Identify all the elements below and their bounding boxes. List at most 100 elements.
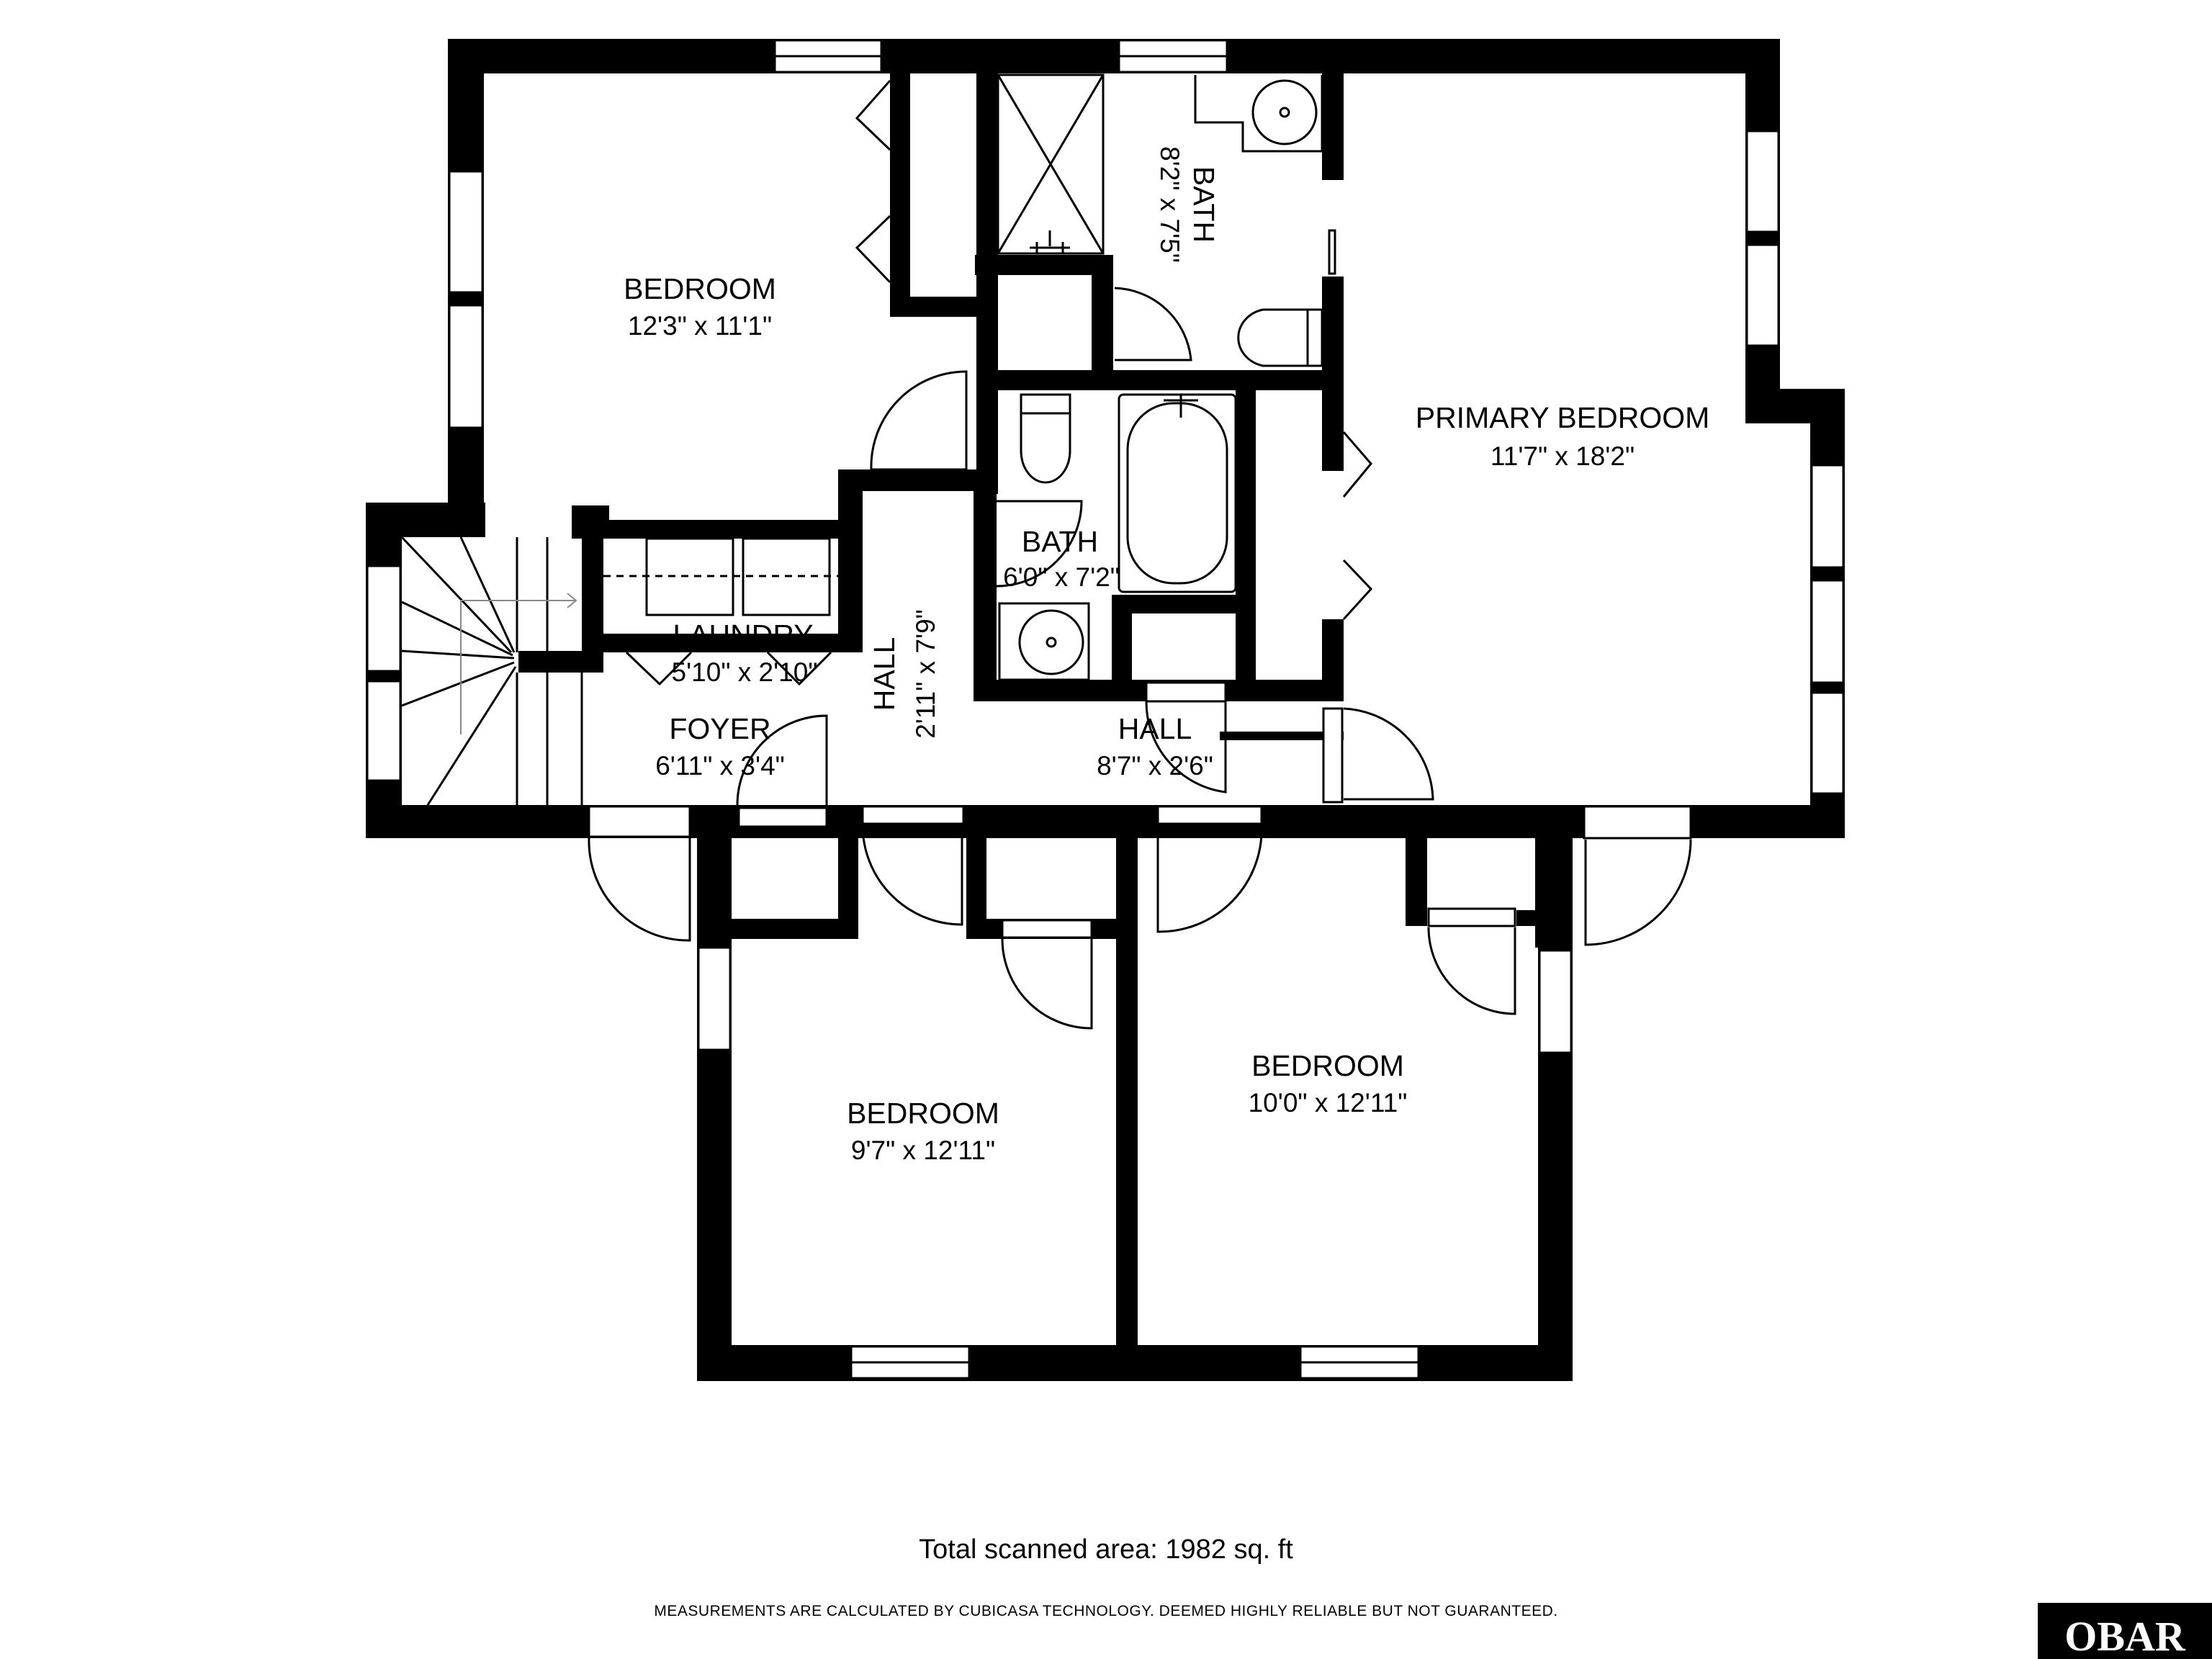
room-labels: BEDROOM 12'3" x 11'1" BATH 8'2" x 7'5" P… [624,146,1709,1165]
logo-box [2038,1603,2212,1659]
door-swing [1156,824,1263,933]
window [366,680,402,782]
wall [1220,732,1344,740]
bifold-door [855,215,891,284]
drain-icon [1046,637,1057,648]
toilet-icon [1237,308,1323,367]
window [1810,464,1845,569]
room-name-laundry: LAUNDRY [673,619,813,652]
door-swing [1343,707,1434,801]
wall [1116,821,1138,1381]
window [1745,243,1780,347]
vanity [998,602,1090,681]
sink-icon [1018,609,1084,675]
bifold-door [625,651,693,686]
room-dims-bath-upper: 8'2" x 7'5" [1155,146,1184,263]
room-dims-primary-bedroom: 11'7" x 18'2" [1491,441,1635,471]
door-swing [996,500,1083,588]
wall [366,503,485,537]
room-name-hall-horizontal: HALL [1118,712,1192,745]
bifold-door [1342,559,1373,621]
wall [1406,821,1427,926]
room-name-bath-lower: BATH [1022,525,1098,558]
wall [976,370,1339,390]
toilet-icon [1020,412,1071,484]
faucet-icon [1164,395,1198,418]
total-area: Total scanned area: 1982 sq. ft [919,1534,1293,1565]
wall [1322,39,1344,180]
wall [1112,595,1256,613]
door-swing [1584,839,1692,946]
door-frame [1427,907,1516,927]
drain-icon [1279,107,1290,118]
disclaimer: MEASUREMENTS ARE CALCULATED BY CUBICASA … [654,1603,1557,1619]
shower-drain-line [997,74,1105,254]
window [366,565,402,673]
bifold-door [766,651,832,686]
vanity [1194,75,1323,153]
room-dims-bedroom-nw: 12'3" x 11'1" [628,311,772,341]
room-dims-bath-lower: 6'0" x 7'2" [1003,562,1120,592]
door-swing [736,714,828,806]
shower-head-icon [1030,230,1070,253]
toilet-tank [1020,393,1071,415]
room-dims-laundry: 5'10" x 2'10" [672,657,818,687]
wall [890,49,910,317]
window [448,170,484,294]
door-frame [1322,707,1344,804]
doors [588,80,1692,1030]
wall [448,39,1004,73]
room-dims-foyer: 6'11" x 3'4" [655,751,785,781]
room-name-bedroom-se: BEDROOM [1251,1049,1404,1082]
room-name-bedroom-nw: BEDROOM [624,272,776,305]
fixtures [400,73,1336,806]
door-swing [870,370,968,471]
door-swing [1001,938,1093,1030]
room-dims-hall-horizontal: 8'7" x 2'6" [1097,751,1213,781]
door-swing [1114,287,1192,361]
door-swing [1427,927,1516,1015]
room-name-primary-bedroom: PRIMARY BEDROOM [1416,401,1710,434]
door-frame [861,805,965,825]
walls [366,39,1845,1381]
wall [1236,389,1256,684]
wall [1243,680,1344,701]
door-frame [1583,805,1692,840]
wall [1112,595,1132,688]
door-swing [588,837,691,942]
wall [580,520,844,539]
door-frame [588,805,691,838]
wall [582,634,863,652]
room-name-hall-vertical: HALL [868,637,901,711]
door-swing [861,824,963,926]
door-swing [1145,701,1227,793]
bifold-door [1342,431,1372,498]
windows [366,39,1845,1380]
wall [1535,821,1573,948]
bathtub [1118,393,1237,593]
window [1538,949,1573,1054]
shower [997,73,1105,255]
wall [697,821,732,1381]
wall [838,469,863,652]
wall [861,469,976,491]
door-frame [1001,919,1093,939]
logo-text: OBAR [2064,1613,2186,1659]
room-name-bath-upper: BATH [1187,166,1220,243]
wall [890,297,978,317]
wall [518,651,603,673]
sink-icon [1251,79,1318,145]
bathtub-basin [1126,402,1228,585]
wall [582,520,603,652]
door-frame [1145,681,1227,703]
wall [1092,255,1113,373]
towel-bar [1328,229,1336,275]
room-name-foyer: FOYER [669,712,770,745]
wall [1322,389,1344,471]
wall [975,255,1113,275]
toilet-tank [1306,308,1323,367]
room-dims-bedroom-se: 10'0" x 12'11" [1249,1088,1408,1118]
window [697,946,732,1051]
window [448,304,484,429]
